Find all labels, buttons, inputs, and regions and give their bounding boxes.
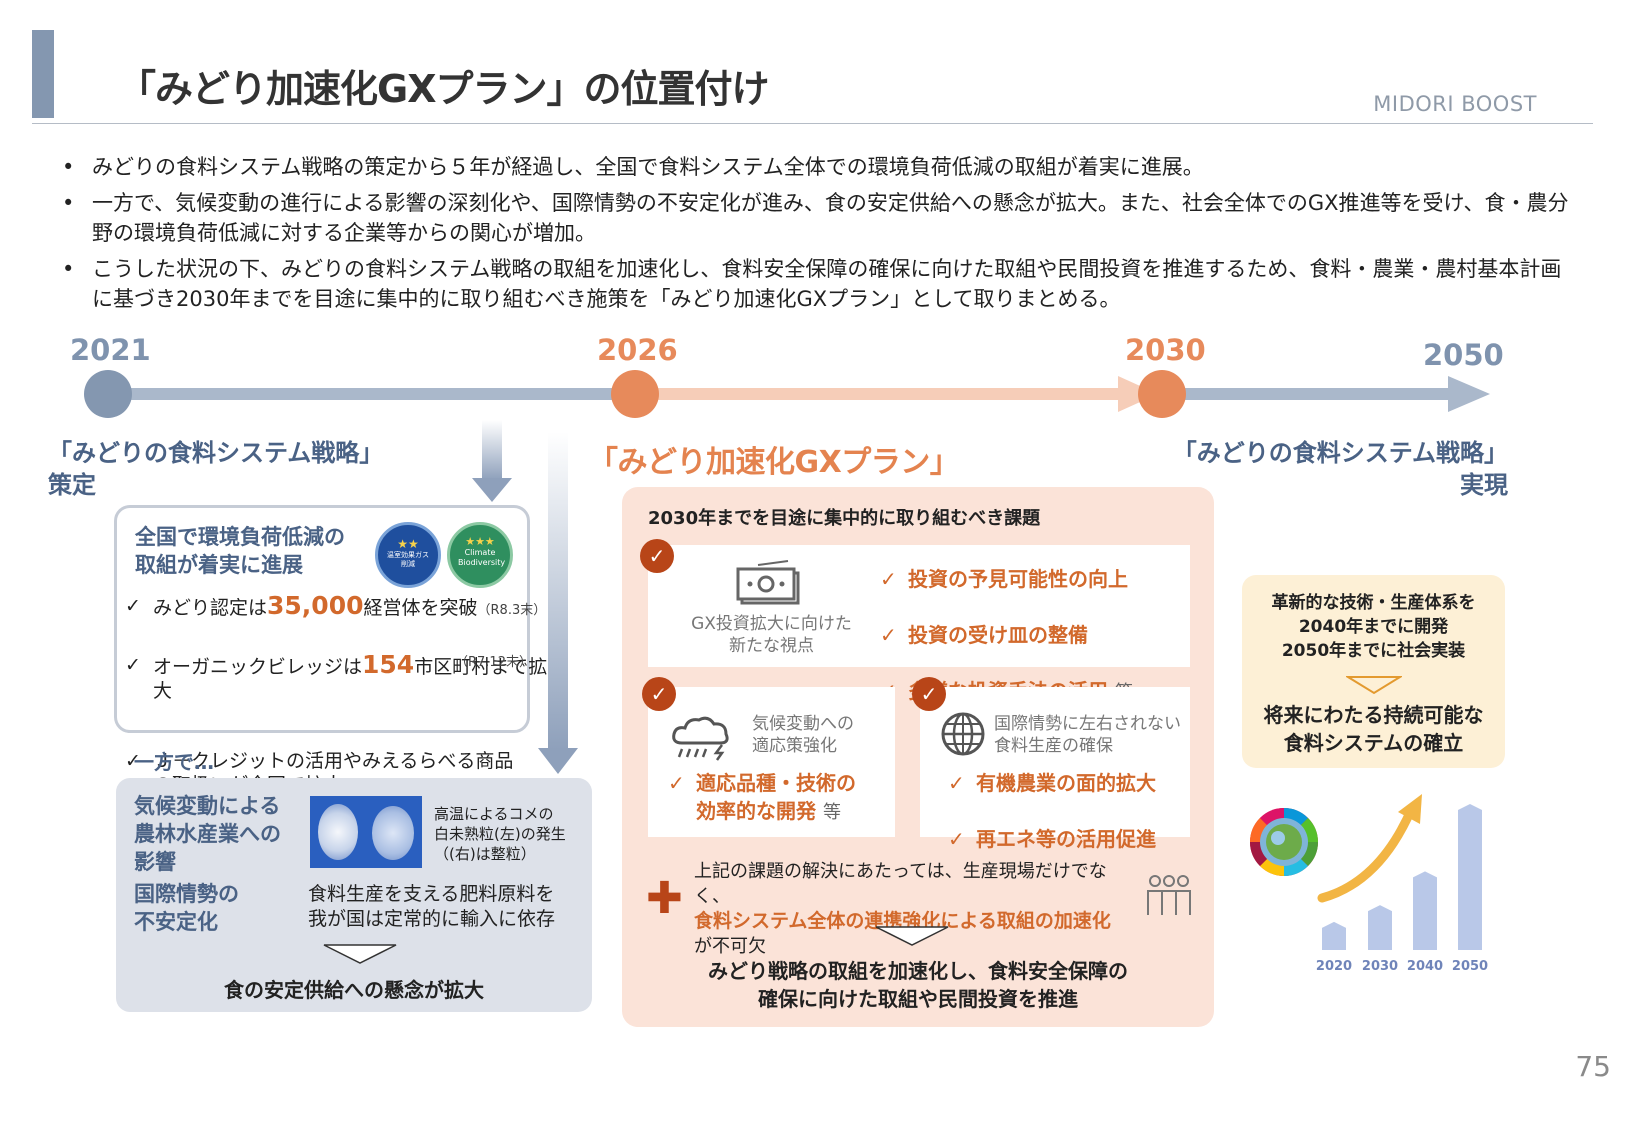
intro-bullets: みどりの食料システム戦略の策定から５年が経過し、全国で食料システム全体での環境負… xyxy=(62,152,1572,320)
people-icon xyxy=(1147,875,1191,915)
progress-heading: 全国で環境負荷低減の 取組が着実に進展 xyxy=(135,525,345,577)
sdgs-wheel-icon xyxy=(1250,808,1318,876)
climate-adaptation-box: 気候変動への 適応策強化 適応品種・技術の 効率的な開発 等 xyxy=(648,687,895,837)
meanwhile-label: 一方で… xyxy=(134,750,214,774)
check-icon: ✓ xyxy=(912,677,946,711)
check-icon: ✓ xyxy=(642,677,676,711)
timeline-node-2030 xyxy=(1138,370,1186,418)
money-icon xyxy=(736,560,800,605)
intl-instability-label: 国際情勢の 不安定化 xyxy=(134,882,239,934)
progress-item-2-note: （R7.12末） xyxy=(455,655,532,670)
growth-bar-2020 xyxy=(1322,921,1346,950)
climate-adaptation-item: 適応品種・技術の 効率的な開発 等 xyxy=(668,769,915,827)
gx-panel-title: 2030年までを目途に集中的に取り組むべき課題 xyxy=(648,508,1041,529)
food-production-box: 国際情勢に左右されない 食料生産の確保 有機農業の面的拡大 再エネ等の活用促進 xyxy=(920,687,1190,853)
bullet-item: 一方で、気候変動の進行による影響の深刻化や、国際情勢の不安定化が進み、食の安定供… xyxy=(62,188,1572,248)
certification-badge-2: ★★★ Climate Biodiversity xyxy=(447,522,513,588)
growth-bar-label-2030: 2030 xyxy=(1362,959,1398,974)
timeline-arrow xyxy=(84,370,1490,418)
growth-arrow-shaft xyxy=(1317,803,1417,903)
certification-badge-1: ★★ 温室効果ガス削減 xyxy=(375,522,441,588)
down-arrow-1 xyxy=(472,420,512,502)
year-2021: 2021 xyxy=(70,333,151,367)
growth-bar-2040 xyxy=(1413,871,1437,950)
year-2050: 2050 xyxy=(1423,338,1504,372)
risk-conclusion: 食の安定供給への懸念が拡大 xyxy=(224,978,484,1002)
investment-item-2: 投資の受け皿の整備 xyxy=(880,621,1422,649)
future-result: 将来にわたる持続可能な 食料システムの確立 xyxy=(1263,703,1484,755)
timeline-node-2021 xyxy=(84,370,132,418)
gx-result: みどり戦略の取組を加速化し、食料安全保障の 確保に向けた取組や民間投資を推進 xyxy=(708,959,1128,1011)
investment-item-1: 投資の予見可能性の向上 xyxy=(880,565,1422,593)
plus-icon: ✚ xyxy=(646,873,683,924)
growth-bar-label-2050: 2050 xyxy=(1452,959,1488,974)
growth-chart: 2020 2030 2040 2050 xyxy=(1316,794,1488,974)
brand-label: MIDORI BOOST xyxy=(1373,92,1537,116)
progress-item-2: オーガニックビレッジは154市区町村まで拡大 xyxy=(117,652,553,703)
climate-impact-label: 気候変動による 農林水産業への 影響 xyxy=(134,794,281,874)
rice-grain-photo xyxy=(310,796,422,868)
growth-bar-2030 xyxy=(1368,905,1392,950)
cloud-rain-icon xyxy=(672,716,729,761)
progress-card: 全国で環境負荷低減の 取組が着実に進展 ★★ 温室効果ガス削減 ★★★ Clim… xyxy=(114,505,547,796)
growth-bar-label-2040: 2040 xyxy=(1407,959,1443,974)
rice-caption: 高温によるコメの 白未熟粒(左)の発生 （(右)は整粒） xyxy=(434,805,566,863)
timeline-node-2026 xyxy=(611,370,659,418)
investment-caption: GX投資拡大に向けた 新たな視点 xyxy=(691,614,852,656)
down-triangle-icon xyxy=(323,944,397,964)
year-2030: 2030 xyxy=(1125,333,1206,367)
risk-panel: 気候変動による 農林水産業への 影響 高温によるコメの 白未熟粒(左)の発生 （… xyxy=(116,778,592,1012)
globe-icon xyxy=(941,712,985,756)
food-production-caption: 国際情勢に左右されない 食料生産の確保 xyxy=(994,714,1181,756)
bullet-item: こうした状況の下、みどりの食料システム戦略の取組を加速化し、食料安全保障の確保に… xyxy=(62,254,1572,314)
gx-plan-panel: 2030年までを目途に集中的に取り組むべき課題 GX投資拡大に向けた 新たな視点… xyxy=(622,487,1214,1027)
food-production-item-2: 再エネ等の活用促進 xyxy=(948,825,1218,853)
check-icon: ✓ xyxy=(640,539,674,573)
page-title: 「みどり加速化GXプラン」の位置付け xyxy=(118,67,769,111)
growth-arrow-head xyxy=(1398,794,1422,824)
page-number: 75 xyxy=(1575,1050,1611,1083)
header-divider xyxy=(32,123,1593,124)
climate-adaptation-caption: 気候変動への 適応策強化 xyxy=(752,714,854,756)
food-production-item-1: 有機農業の面的拡大 xyxy=(948,769,1218,797)
year-2026: 2026 xyxy=(597,333,678,367)
down-triangle-icon xyxy=(1346,676,1402,695)
future-innovation-text: 革新的な技術・生産体系を 2040年までに開発 2050年までに社会実装 xyxy=(1271,593,1476,661)
collaboration-text: 上記の課題の解決にあたっては、生産現場だけでなく、 食料システム全体の連携強化に… xyxy=(694,861,1111,957)
gx-plan-label: 「みどり加速化GXプラン」 xyxy=(588,445,960,480)
title-accent-bar xyxy=(32,30,54,118)
growth-bar-2050 xyxy=(1458,804,1482,950)
progress-item-1: みどり認定は35,000経営体を突破（R8.3末） xyxy=(117,593,553,623)
bullet-item: みどりの食料システム戦略の策定から５年が経過し、全国で食料システム全体での環境負… xyxy=(62,152,1572,182)
future-box: 革新的な技術・生産体系を 2040年までに開発 2050年までに社会実装 将来に… xyxy=(1242,575,1505,768)
investment-box: GX投資拡大に向けた 新たな視点 投資の予見可能性の向上 投資の受け皿の整備 多… xyxy=(648,545,1190,705)
strategy-realization-label: 「みどりの食料システム戦略」 実現 xyxy=(1172,439,1508,499)
down-arrow-2 xyxy=(538,432,578,774)
down-triangle-icon xyxy=(875,926,949,946)
growth-bar-label-2020: 2020 xyxy=(1316,959,1352,974)
fertilizer-text: 食料生産を支える肥料原料を 我が国は定常的に輸入に依存 xyxy=(308,883,556,930)
strategy-label: 「みどりの食料システム戦略」 策定 xyxy=(48,439,384,499)
